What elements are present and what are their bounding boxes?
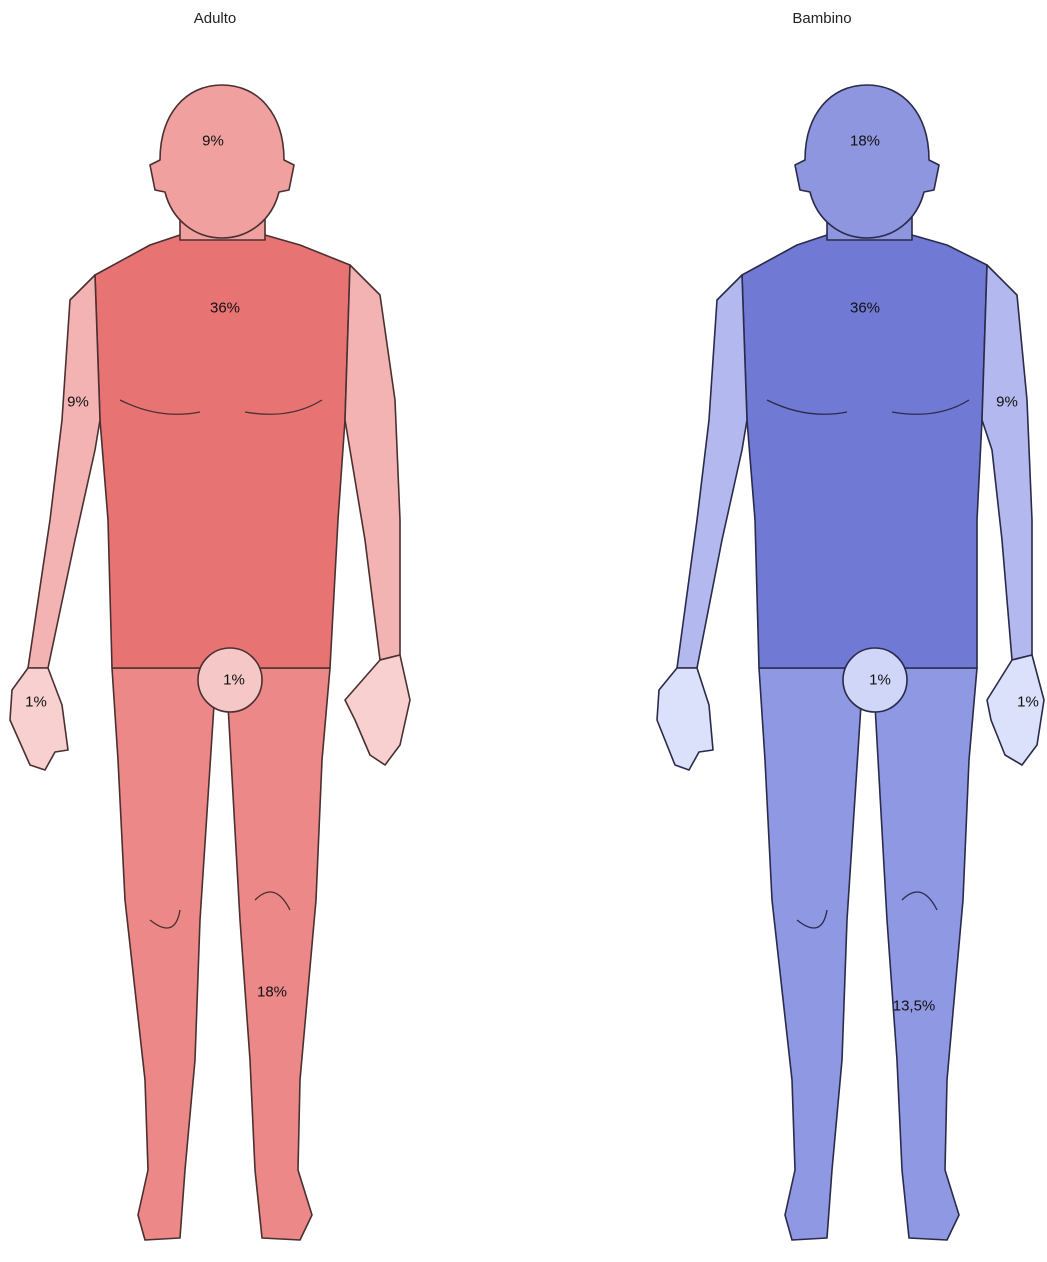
child-legs bbox=[759, 668, 977, 1240]
adult-figure: Adulto 9% 36% 9% 1% 1% bbox=[0, 0, 500, 1262]
child-head-label: 18% bbox=[850, 133, 880, 150]
adult-genital-label: 1% bbox=[223, 672, 245, 689]
child-arm-label: 9% bbox=[996, 394, 1018, 411]
adult-body-illustration bbox=[0, 0, 500, 1262]
adult-hand-label: 1% bbox=[25, 694, 47, 711]
adult-leg-label: 18% bbox=[257, 984, 287, 1001]
adult-head bbox=[150, 85, 294, 238]
adult-trunk-label: 36% bbox=[210, 300, 240, 317]
adult-head-label: 9% bbox=[202, 133, 224, 150]
child-genital-label: 1% bbox=[869, 672, 891, 689]
child-right-arm bbox=[982, 265, 1032, 660]
child-head bbox=[795, 85, 939, 238]
child-body-illustration bbox=[547, 0, 1047, 1262]
adult-right-hand bbox=[345, 655, 410, 765]
child-hand-label: 1% bbox=[1017, 694, 1039, 711]
child-left-hand bbox=[657, 668, 713, 770]
adult-right-arm bbox=[345, 265, 400, 660]
adult-left-hand bbox=[10, 668, 68, 770]
adult-legs bbox=[112, 668, 330, 1240]
adult-arm-label: 9% bbox=[67, 394, 89, 411]
adult-left-arm bbox=[28, 275, 100, 668]
child-left-arm bbox=[677, 275, 747, 668]
child-trunk-label: 36% bbox=[850, 300, 880, 317]
child-leg-label: 13,5% bbox=[893, 998, 936, 1015]
child-figure: Bambino 18% 36% 9% 1% 1% 13,5% bbox=[547, 0, 1047, 1262]
